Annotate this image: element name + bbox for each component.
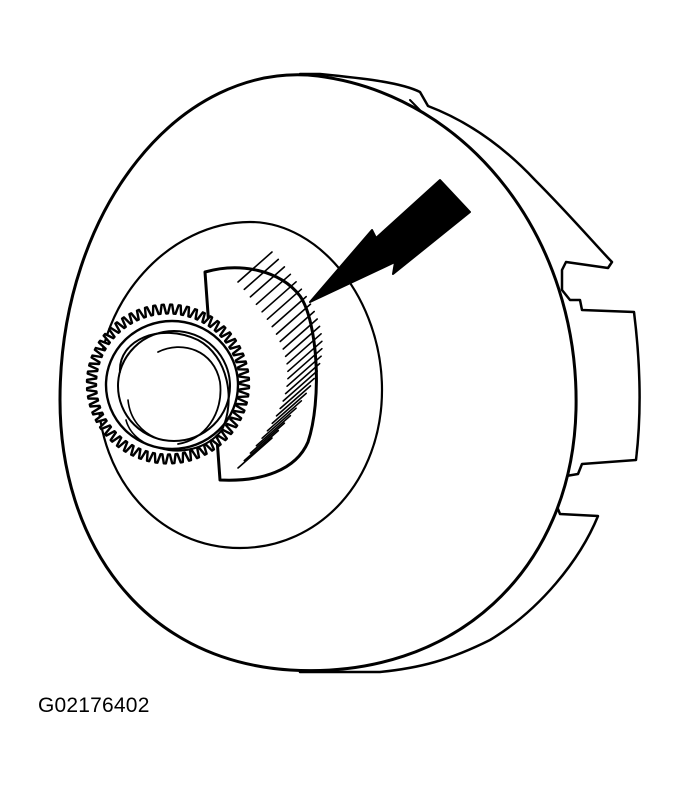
shaft-splines: [237, 251, 323, 469]
shaft-spline: [243, 429, 280, 462]
callout-arrow: [309, 179, 471, 303]
shaft-spline: [266, 400, 303, 432]
shaft-spline: [249, 266, 286, 298]
shaft-spline: [279, 377, 315, 410]
shaft-spline: [282, 318, 318, 350]
shaft-spline: [287, 340, 323, 373]
shaft-spline: [286, 333, 322, 365]
shaft-spline: [271, 392, 307, 425]
shaft-spline: [284, 325, 321, 358]
shaft-spline: [271, 295, 307, 328]
bore-inner-edge: [118, 331, 230, 452]
shaft-spline: [275, 385, 312, 417]
gear-bore-ring: [117, 330, 231, 442]
shaft-spline: [255, 414, 292, 447]
shaft-spline: [261, 407, 297, 439]
shaft-spline: [284, 362, 321, 395]
bore-shadow-2: [127, 399, 157, 439]
shaft-spline: [237, 437, 273, 469]
shaft-spline: [261, 281, 297, 313]
bore-inner-face: [157, 346, 222, 445]
shaft-spline: [243, 258, 280, 291]
shaft-spline: [287, 347, 323, 380]
shaft-spline: [255, 273, 292, 306]
shaft-spline: [237, 251, 273, 283]
bore-shadow-1: [125, 419, 161, 449]
shaft-spline: [282, 370, 318, 402]
gear-bore-outer: [104, 319, 240, 451]
gear: [85, 303, 251, 465]
shaft-spline: [279, 310, 315, 343]
figure-caption: G02176402: [38, 694, 150, 717]
shaft-spline: [266, 288, 303, 320]
shaft-spline: [249, 422, 286, 454]
shaft-spline: [286, 355, 322, 387]
shaft-spline: [275, 303, 312, 335]
